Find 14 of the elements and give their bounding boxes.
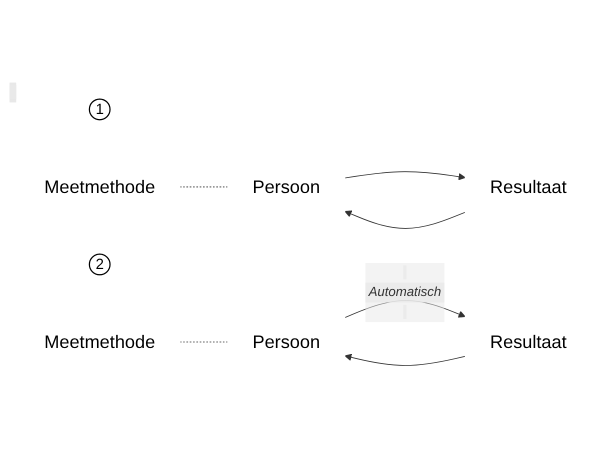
node-circle: 1 bbox=[88, 98, 111, 120]
arrow bbox=[344, 171, 466, 180]
edge-label: Automatisch bbox=[368, 284, 442, 299]
node-text: Resultaat bbox=[490, 176, 567, 197]
arrow bbox=[344, 354, 466, 366]
node-text: Meetmethode bbox=[44, 331, 156, 352]
connector bbox=[180, 341, 228, 342]
node-text: Resultaat bbox=[490, 331, 567, 352]
connector bbox=[180, 186, 228, 188]
node-text: Persoon bbox=[252, 176, 320, 197]
node-text: Persoon bbox=[252, 331, 320, 352]
node-circle: 2 bbox=[88, 253, 111, 276]
node-text: Meetmethode bbox=[44, 176, 156, 197]
arrow bbox=[344, 210, 466, 229]
